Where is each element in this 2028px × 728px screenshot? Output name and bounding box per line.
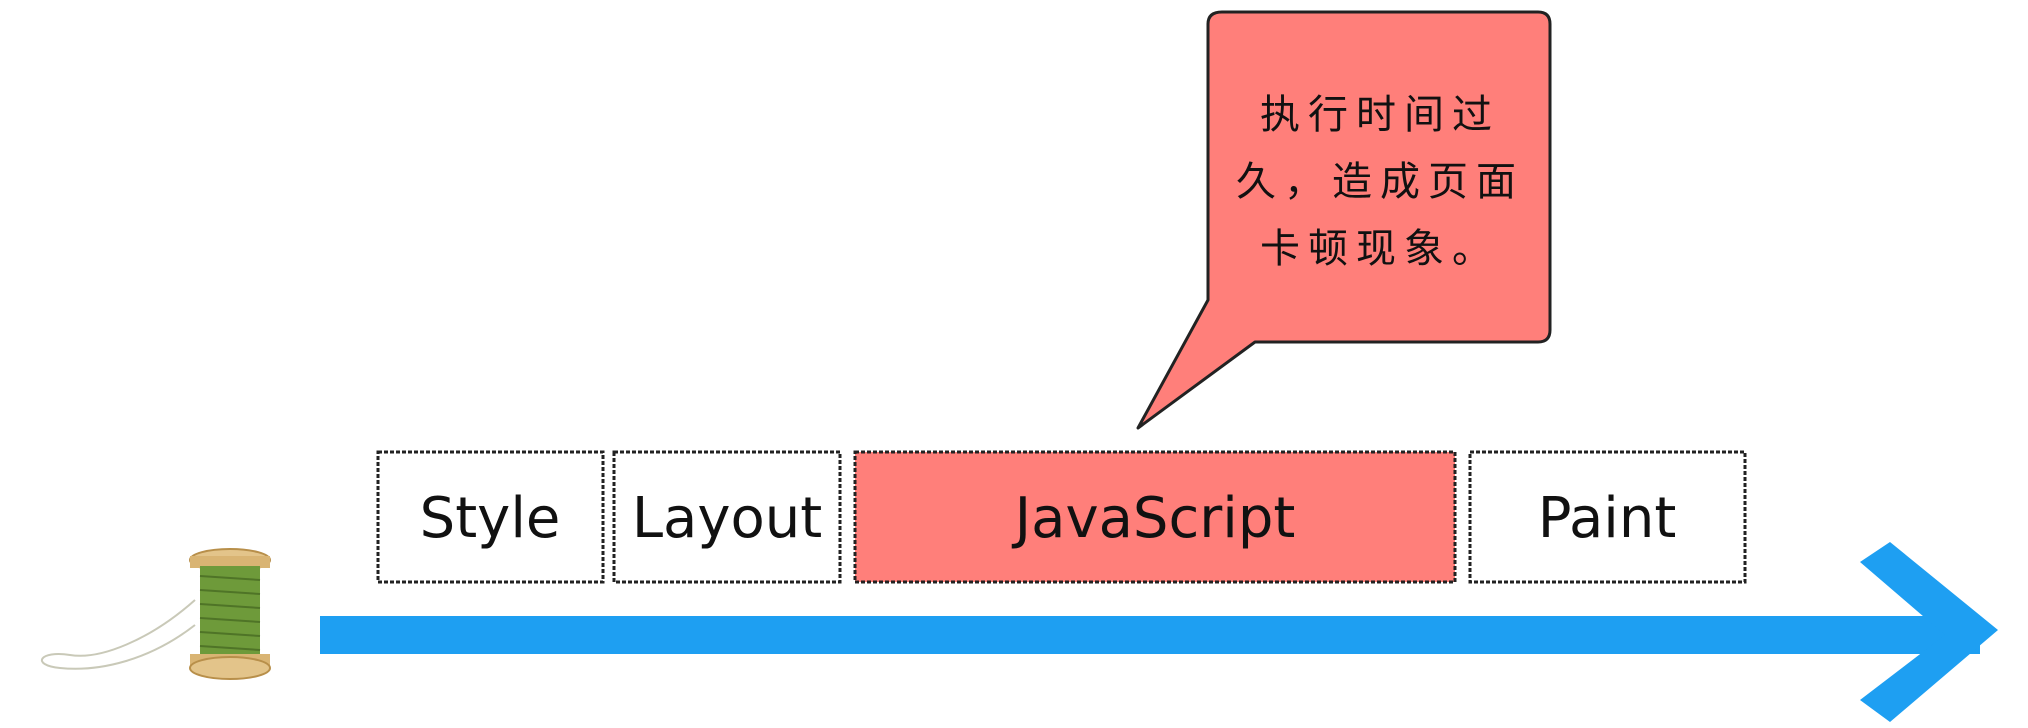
pipeline-block-paint-box: [1468, 450, 1747, 584]
pipeline-block-javascript: JavaScript: [853, 450, 1457, 584]
pipeline-block-layout-box: [612, 450, 842, 584]
callout-text-line-3: 卡顿现象。: [1260, 226, 1500, 272]
pipeline-block-style-label: Style: [420, 486, 561, 551]
callout-text-line-2: 久，造成页面: [1236, 159, 1524, 205]
timeline-arrow-shaft: [320, 616, 1980, 654]
pipeline-block-paint: Paint: [1468, 450, 1747, 584]
timeline-arrow-icon: [320, 542, 1998, 722]
pipeline-block-javascript-box: [853, 450, 1457, 584]
thread-spool-icon: [40, 548, 271, 680]
pipeline-block-style: Style: [376, 450, 605, 584]
pipeline-block-javascript-label: JavaScript: [1012, 486, 1296, 551]
callout-bubble: 执行时间过 久，造成页面 卡顿现象。: [1136, 10, 1552, 430]
pipeline-block-paint-label: Paint: [1538, 486, 1677, 551]
pipeline-block-layout: Layout: [612, 450, 842, 584]
pipeline-blocks: Style Layout JavaScript Paint: [376, 450, 1747, 584]
pipeline-block-style-box: [376, 450, 605, 584]
pipeline-block-layout-label: Layout: [632, 486, 822, 551]
timeline-arrow-head: [1860, 542, 1998, 722]
callout-text-line-1: 执行时间过: [1260, 92, 1500, 138]
callout-bubble-shape: [1136, 10, 1552, 430]
